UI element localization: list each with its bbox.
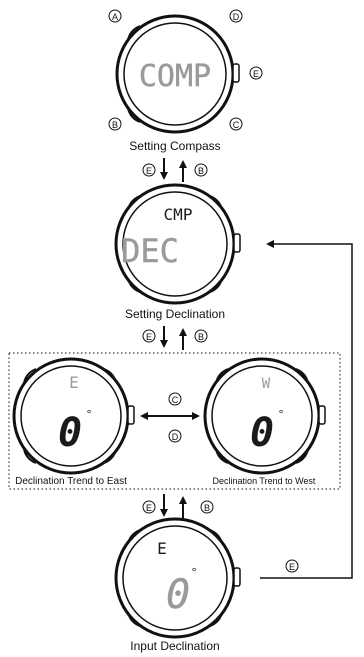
svg-text:A: A	[112, 12, 118, 22]
watch-compass: COMP	[115, 14, 240, 134]
side-button[interactable]	[232, 63, 240, 83]
return-loop-arrow: E	[260, 240, 353, 579]
svg-text:E: E	[146, 332, 152, 342]
transition-compass-declination: E B	[142, 158, 208, 182]
svg-text:E: E	[289, 562, 295, 572]
watch-trend-west: W 0 °	[203, 357, 326, 475]
degree-symbol: °	[86, 408, 93, 421]
watch-input-declination: E 0 °	[114, 517, 241, 639]
trend-east-value: 0	[58, 410, 82, 456]
caption-setting-declination: Setting Declination	[125, 307, 225, 321]
input-direction: E	[157, 539, 167, 558]
transition-trend-input: E B	[142, 494, 214, 520]
degree-symbol: °	[191, 566, 198, 579]
trend-group-box	[8, 352, 341, 490]
svg-text:B: B	[204, 503, 210, 513]
compass-display-text: COMP	[139, 59, 211, 94]
svg-text:D: D	[172, 432, 179, 442]
svg-text:E: E	[146, 166, 152, 176]
button-label-c: C	[229, 117, 243, 131]
svg-text:C: C	[233, 120, 240, 130]
svg-text:D: D	[233, 12, 240, 22]
side-button[interactable]	[233, 233, 241, 253]
watch-declination: CMP DEC	[114, 183, 241, 305]
caption-input-declination: Input Declination	[130, 639, 219, 653]
svg-text:E: E	[146, 503, 152, 513]
svg-text:E: E	[253, 69, 259, 79]
button-label-e: E	[249, 66, 263, 80]
button-label-d: D	[229, 9, 243, 23]
side-button[interactable]	[233, 567, 241, 587]
svg-text:B: B	[112, 120, 118, 130]
caption-trend-west: Declination Trend to West	[213, 476, 316, 486]
declination-large-text: DEC	[121, 232, 179, 270]
side-button[interactable]	[318, 405, 326, 425]
svg-text:B: B	[198, 332, 204, 342]
caption-setting-compass: Setting Compass	[129, 139, 220, 153]
input-value: 0	[166, 572, 190, 618]
svg-text:B: B	[198, 166, 204, 176]
degree-symbol: °	[278, 408, 285, 421]
trend-west-value: 0	[250, 410, 274, 456]
button-label-b: B	[108, 117, 122, 131]
trend-west-direction: W	[262, 376, 271, 392]
transition-declination-trend: E B	[142, 326, 208, 350]
caption-trend-east: Declination Trend to East	[15, 476, 127, 487]
button-label-a: A	[108, 9, 122, 23]
svg-text:C: C	[172, 395, 179, 405]
transition-east-west: C D	[140, 392, 200, 443]
declination-small-text: CMP	[164, 205, 193, 224]
watch-trend-east: E 0 °	[12, 357, 135, 475]
side-button[interactable]	[127, 405, 135, 425]
trend-east-direction: E	[69, 373, 79, 392]
